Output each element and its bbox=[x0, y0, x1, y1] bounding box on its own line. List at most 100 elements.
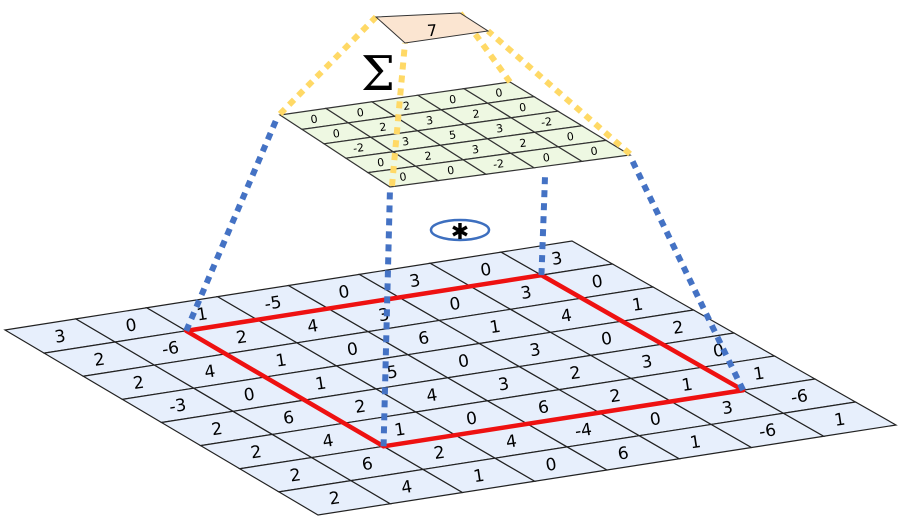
input-value: 0 bbox=[448, 294, 462, 315]
kernel-value: 5 bbox=[448, 128, 457, 142]
convolution-operator-ring bbox=[429, 218, 491, 242]
input-value: 2 bbox=[568, 363, 582, 384]
input-cell bbox=[781, 401, 898, 437]
projection-line bbox=[627, 154, 746, 392]
input-value: -6 bbox=[161, 338, 181, 360]
summation-line bbox=[277, 14, 379, 117]
input-value: 0 bbox=[346, 339, 360, 360]
kernel-value: -2 bbox=[540, 115, 553, 129]
input-value: 1 bbox=[752, 363, 766, 384]
kernel-value: -2 bbox=[492, 157, 505, 171]
convolution-symbol: ✱ bbox=[451, 220, 469, 245]
input-value: 2 bbox=[93, 350, 107, 371]
summation-line bbox=[486, 28, 632, 157]
input-value: 1 bbox=[833, 410, 847, 431]
input-value: 1 bbox=[472, 466, 486, 487]
input-value: 3 bbox=[519, 283, 533, 304]
input-value: 1 bbox=[488, 317, 502, 338]
kernel-cell bbox=[556, 139, 632, 163]
input-value: -6 bbox=[758, 420, 778, 442]
input-value: 4 bbox=[321, 431, 335, 452]
input-value: 6 bbox=[537, 397, 551, 418]
input-value: 2 bbox=[289, 465, 303, 486]
input-value: 3 bbox=[528, 340, 542, 361]
input-value: 1 bbox=[631, 294, 645, 315]
kernel-value: 0 bbox=[518, 101, 527, 115]
kernel-value: 0 bbox=[495, 86, 504, 100]
input-value: 2 bbox=[608, 386, 622, 407]
kernel-value: 0 bbox=[399, 170, 408, 184]
input-value: 4 bbox=[505, 431, 519, 452]
input-value: 2 bbox=[433, 443, 447, 464]
sum-symbol: Σ bbox=[361, 46, 395, 102]
input-value: 6 bbox=[361, 454, 375, 475]
input-value: 6 bbox=[616, 443, 630, 464]
kernel-value: 3 bbox=[401, 135, 410, 149]
input-value: 6 bbox=[417, 328, 431, 349]
input-value: 3 bbox=[408, 271, 422, 292]
kernel-value: 0 bbox=[448, 93, 457, 107]
input-value: 6 bbox=[282, 408, 296, 429]
input-value: 4 bbox=[306, 316, 320, 337]
kernel-value: 3 bbox=[471, 143, 480, 157]
kernel-value: 0 bbox=[332, 127, 341, 141]
input-value: 0 bbox=[590, 271, 604, 292]
kernel-value: 2 bbox=[402, 99, 411, 113]
input-value: -4 bbox=[574, 420, 594, 442]
input-value: 0 bbox=[600, 329, 614, 350]
kernel-value: 3 bbox=[425, 114, 434, 128]
input-value: 0 bbox=[649, 409, 663, 430]
input-value: 2 bbox=[353, 396, 367, 417]
input-value: 0 bbox=[124, 315, 138, 336]
input-value: 1 bbox=[195, 304, 209, 325]
input-value: 2 bbox=[132, 373, 146, 394]
input-value: 3 bbox=[550, 248, 564, 269]
input-value: -5 bbox=[263, 293, 283, 315]
output-cell: 7 bbox=[374, 12, 490, 44]
input-matrix: 301-503032-624303024106141-3015030226243… bbox=[3, 240, 898, 516]
kernel-value: 3 bbox=[495, 122, 504, 136]
input-value: 1 bbox=[680, 375, 694, 396]
kernel-value: 0 bbox=[310, 112, 319, 126]
kernel-value: 0 bbox=[356, 106, 365, 120]
input-value: 0 bbox=[712, 340, 726, 361]
input-value: 0 bbox=[544, 454, 558, 475]
input-value: 0 bbox=[465, 408, 479, 429]
summation-line bbox=[389, 42, 408, 187]
input-value: 2 bbox=[328, 488, 342, 509]
input-value: 2 bbox=[210, 419, 224, 440]
kernel-value: 2 bbox=[379, 120, 388, 134]
input-value: 4 bbox=[203, 361, 217, 382]
input-value: 0 bbox=[457, 351, 471, 372]
input-value: 1 bbox=[393, 420, 407, 441]
kernel-value: 0 bbox=[590, 144, 599, 158]
output-cell-box bbox=[374, 12, 490, 44]
convolution-operator: ✱ bbox=[429, 218, 491, 245]
input-value: 4 bbox=[425, 385, 439, 406]
input-value: 2 bbox=[671, 317, 685, 338]
input-value: -3 bbox=[168, 395, 188, 417]
kernel-value: 2 bbox=[472, 107, 481, 121]
input-value: 4 bbox=[560, 306, 574, 327]
input-value: 2 bbox=[235, 327, 249, 348]
input-value: 0 bbox=[479, 260, 493, 281]
input-value: 0 bbox=[242, 385, 256, 406]
kernel-value: 0 bbox=[446, 164, 455, 178]
kernel-value: 2 bbox=[424, 149, 433, 163]
input-value: 1 bbox=[689, 432, 703, 453]
kernel-value: 0 bbox=[542, 151, 551, 165]
kernel-value: -2 bbox=[352, 141, 365, 155]
input-value: 2 bbox=[249, 442, 263, 463]
input-value: 3 bbox=[497, 374, 511, 395]
input-value: 3 bbox=[721, 398, 735, 419]
input-value: 0 bbox=[337, 282, 351, 303]
input-value: 1 bbox=[274, 350, 288, 371]
kernel-value: 0 bbox=[566, 130, 575, 144]
input-value: -6 bbox=[790, 386, 810, 408]
input-value: 3 bbox=[640, 352, 654, 373]
input-value: 5 bbox=[385, 362, 399, 383]
input-value: 3 bbox=[53, 326, 67, 347]
